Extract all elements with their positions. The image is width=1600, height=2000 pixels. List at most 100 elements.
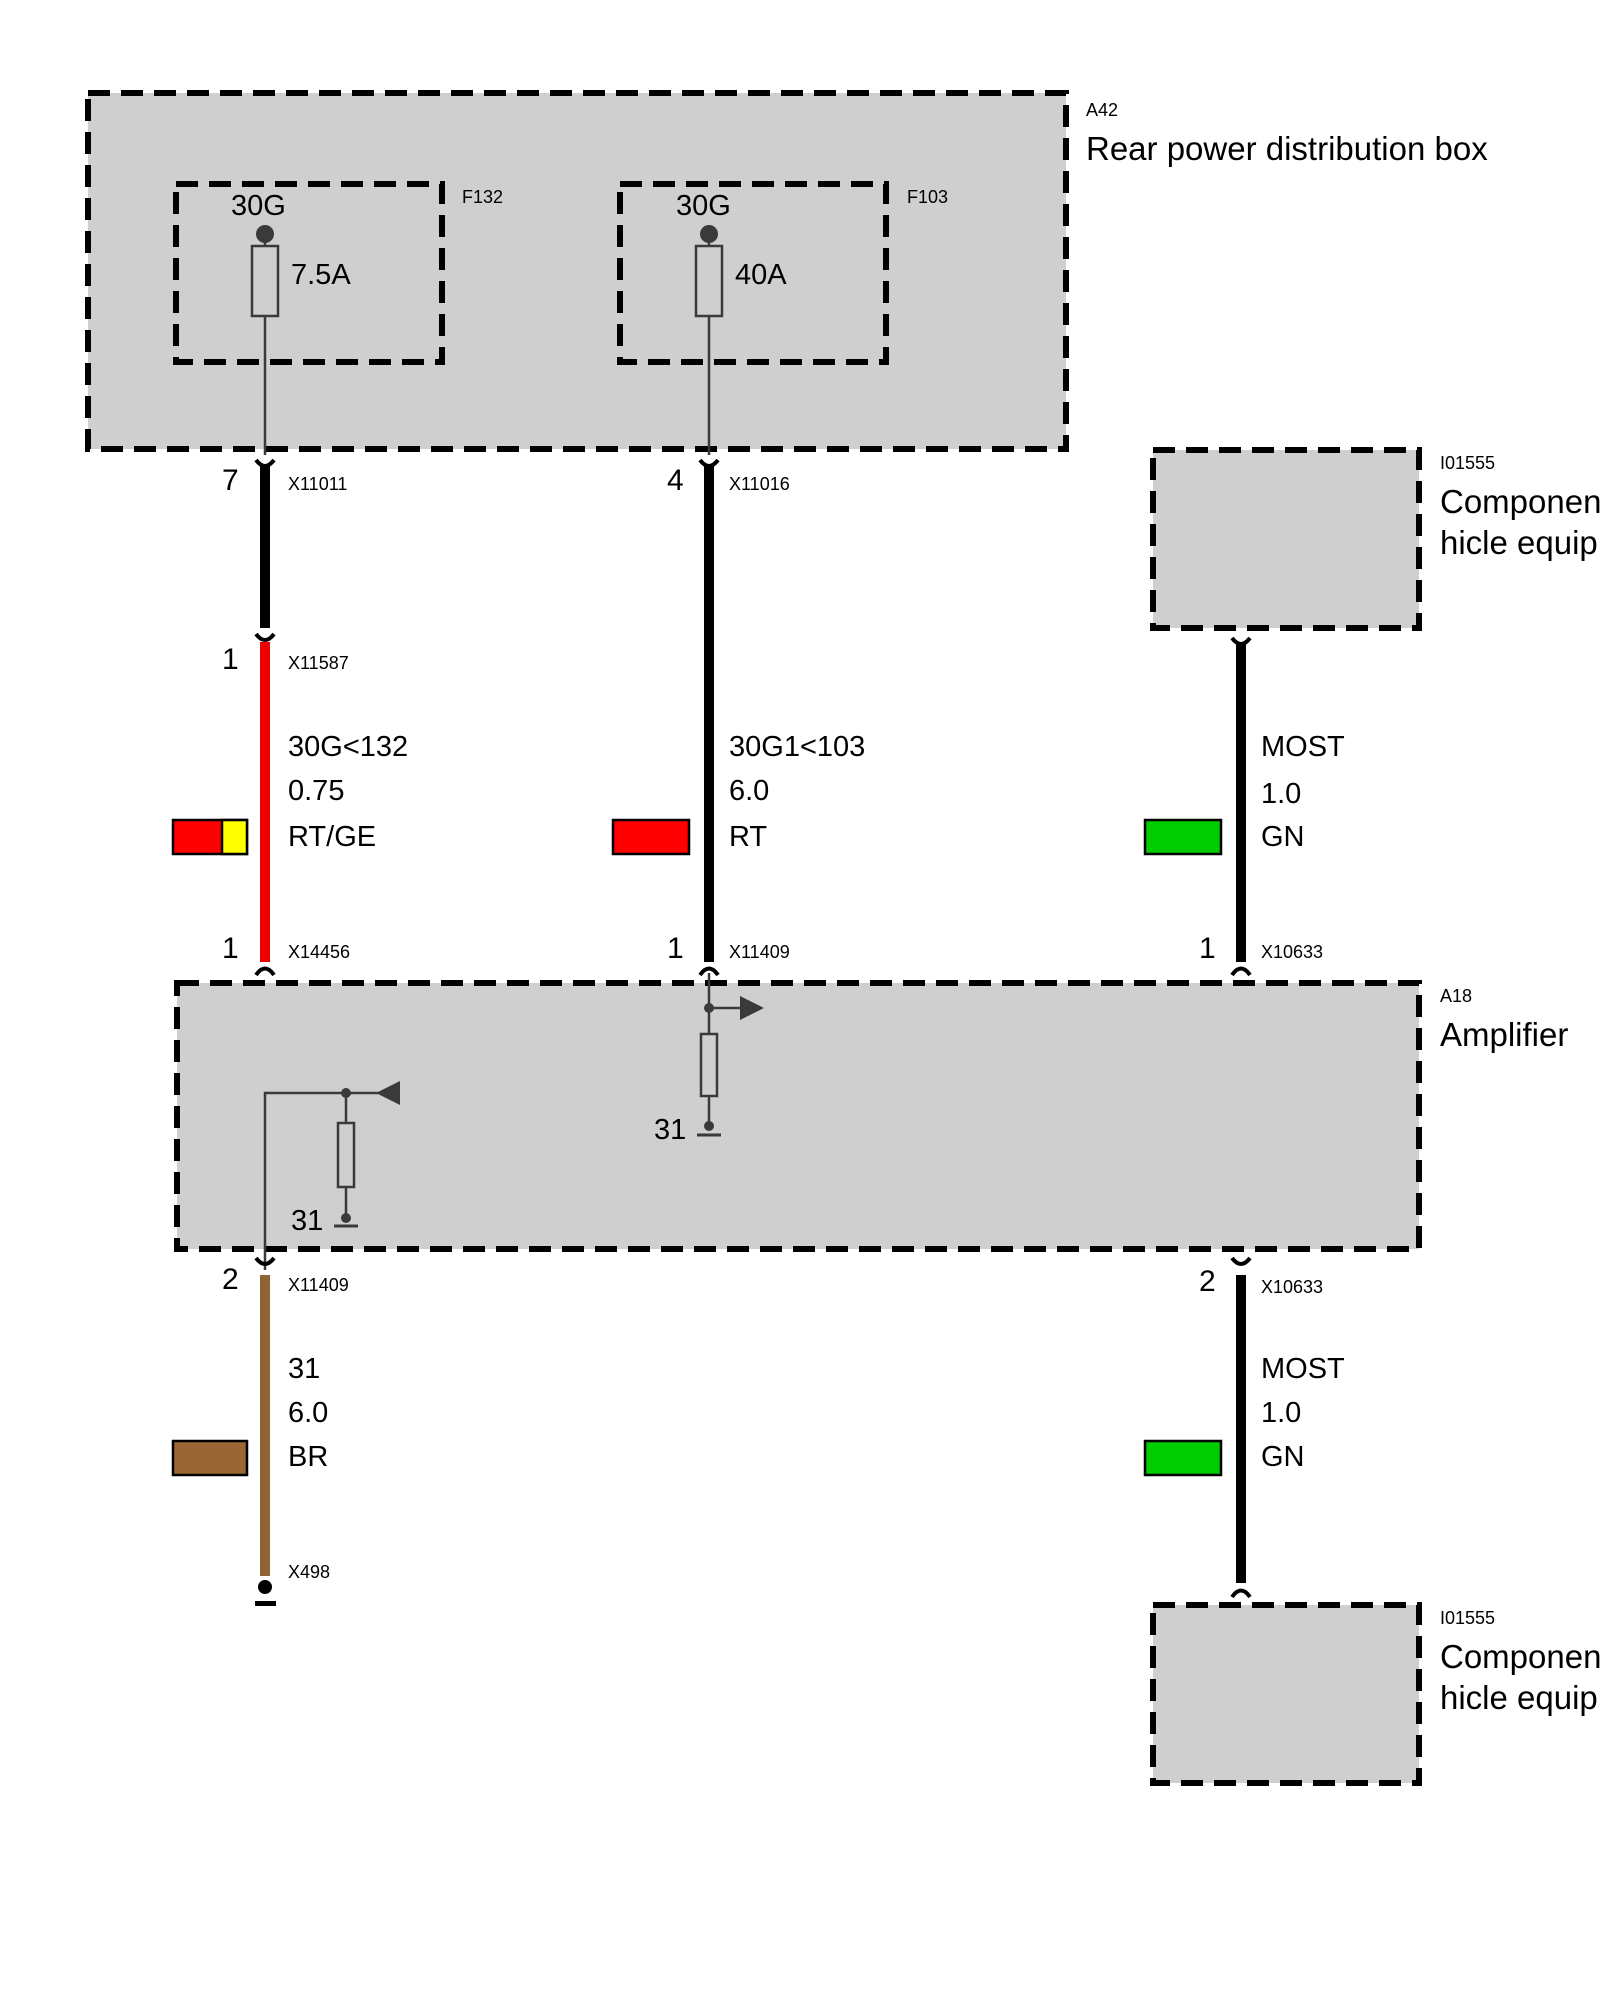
a18-id: A18 xyxy=(1440,986,1472,1006)
ground-1-label: 31 xyxy=(654,1114,686,1146)
component-i01555-top: I01555 Componen hicle equip xyxy=(1150,447,1600,631)
x11409-top-pin: 1 xyxy=(667,932,684,965)
fuse-f132-terminal: 30G xyxy=(231,190,286,222)
wire-5-signal: MOST xyxy=(1261,1353,1345,1385)
i01555-bottom-line2: hicle equip xyxy=(1440,1679,1598,1716)
i01555-top-line2: hicle equip xyxy=(1440,524,1598,561)
connector-cap xyxy=(1230,1588,1252,1599)
connector-x10633-top: 1 X10633 xyxy=(1199,932,1323,977)
fuse-f103: F103 30G 40A xyxy=(617,181,948,455)
wire-4-size: 6.0 xyxy=(288,1397,328,1429)
connector-cap xyxy=(1230,966,1252,977)
x498-id: X498 xyxy=(288,1562,330,1582)
a42-box xyxy=(85,90,1069,452)
x11409-top-id: X11409 xyxy=(729,942,790,962)
internal-2-ground-node xyxy=(341,1213,351,1223)
x11587-pin: 1 xyxy=(222,643,239,676)
wire-2-size: 6.0 xyxy=(729,775,769,807)
fuse-f103-box xyxy=(617,181,889,365)
x10633-top-pin: 1 xyxy=(1199,932,1216,965)
rear-power-distribution-box: A42 Rear power distribution box F132 30G… xyxy=(85,90,1488,455)
amplifier: A18 Amplifier 31 31 xyxy=(174,973,1568,1270)
i01555-bottom-id: I01555 xyxy=(1440,1608,1495,1628)
x11409-bottom-pin: 2 xyxy=(222,1263,239,1296)
internal-1-ground-node xyxy=(704,1121,714,1131)
i01555-top-id: I01555 xyxy=(1440,453,1495,473)
connector-x11016: 4 X11016 xyxy=(667,458,790,497)
connector-x10633-bottom: 2 X10633 xyxy=(1199,1256,1323,1298)
fuse-f132: F132 30G 7.5A xyxy=(173,181,503,455)
i01555-bottom-box xyxy=(1150,1602,1422,1786)
fuse-f132-box xyxy=(173,181,445,365)
wire-5-size: 1.0 xyxy=(1261,1397,1301,1429)
x11016-pin: 4 xyxy=(667,464,684,497)
wire-most-bottom: MOST 1.0 GN xyxy=(1143,1275,1345,1583)
a18-name: Amplifier xyxy=(1440,1016,1568,1053)
connector-cap xyxy=(698,966,720,977)
arrow-left-icon xyxy=(376,1081,400,1105)
fuse-f103-id: F103 xyxy=(907,187,948,207)
arrow-right-icon xyxy=(740,996,764,1020)
wire-3-size: 1.0 xyxy=(1261,778,1301,810)
wire-5-color: GN xyxy=(1261,1441,1305,1473)
amplifier-internal-circuit-2: 31 xyxy=(263,1081,400,1270)
x10633-bottom-id: X10633 xyxy=(1261,1277,1323,1297)
connector-cap xyxy=(254,632,276,642)
connector-cap xyxy=(1230,636,1252,646)
internal-2-feed xyxy=(263,1091,346,1270)
wire-color-swatch-brown xyxy=(171,1439,249,1477)
fuse-f103-symbol xyxy=(694,244,724,318)
internal-1-resistor xyxy=(699,1032,719,1098)
a42-id: A42 xyxy=(1086,100,1118,120)
ground-2-label: 31 xyxy=(291,1205,323,1237)
wire-color-swatch-red xyxy=(611,818,691,856)
component-i01555-bottom: I01555 Componen hicle equip xyxy=(1150,1602,1600,1786)
wire-3-color: GN xyxy=(1261,821,1305,853)
wire-30g1-103: 30G1<103 6.0 RT xyxy=(611,465,865,962)
i01555-bottom-line1: Componen xyxy=(1440,1638,1600,1675)
i01555-top-line1: Componen xyxy=(1440,483,1600,520)
fuse-f132-rating: 7.5A xyxy=(291,259,351,291)
x11011-pin: 7 xyxy=(222,464,239,497)
ground-icon xyxy=(255,1601,276,1606)
fuse-f103-terminal: 30G xyxy=(676,190,731,222)
connector-cap xyxy=(1230,1256,1252,1266)
x11409-bottom-id: X11409 xyxy=(288,1275,349,1295)
fuse-f132-symbol xyxy=(250,244,280,318)
x11587-id: X11587 xyxy=(288,653,349,673)
x11016-id: X11016 xyxy=(729,474,790,494)
connector-x11409-bottom: 2 X11409 xyxy=(222,1256,349,1296)
wire-1-color: RT/GE xyxy=(288,821,376,853)
x11011-id: X11011 xyxy=(288,474,347,494)
fuse-f103-rating: 40A xyxy=(735,259,787,291)
wire-1-size: 0.75 xyxy=(288,775,344,807)
a18-box xyxy=(174,980,1422,1252)
x10633-top-id: X10633 xyxy=(1261,942,1323,962)
wire-color-swatch-green xyxy=(1143,1439,1223,1477)
x14456-id: X14456 xyxy=(288,942,350,962)
wire-2-color: RT xyxy=(729,821,767,853)
wire-most-top: MOST 1.0 GN xyxy=(1143,642,1345,962)
internal-2-resistor xyxy=(336,1121,356,1189)
fuse-f132-id: F132 xyxy=(462,187,503,207)
wire-3-signal: MOST xyxy=(1261,731,1345,763)
connector-x11011: 7 X11011 xyxy=(222,458,347,497)
connector-cap xyxy=(254,1256,276,1266)
wire-4-signal: 31 xyxy=(288,1353,320,1385)
wire-ground-31: 31 6.0 BR xyxy=(171,1275,328,1606)
wire-30g-132: 30G<132 0.75 RT/GE xyxy=(171,465,408,962)
wire-1-signal: 30G<132 xyxy=(288,731,408,763)
x10633-bottom-pin: 2 xyxy=(1199,1265,1216,1298)
connector-cap xyxy=(254,966,276,977)
x14456-pin: 1 xyxy=(222,932,239,965)
connector-x11587: 1 X11587 xyxy=(222,632,349,676)
connector-x11409-top: 1 X11409 xyxy=(667,932,790,977)
connector-x14456: 1 X14456 xyxy=(222,932,350,977)
wire-4-color: BR xyxy=(288,1441,328,1473)
connector-cap xyxy=(254,458,276,468)
i01555-top-box xyxy=(1150,447,1422,631)
amplifier-internal-circuit-1: 31 xyxy=(654,973,764,1146)
connector-cap xyxy=(698,458,720,468)
a42-name: Rear power distribution box xyxy=(1086,130,1488,167)
wire-2-signal: 30G1<103 xyxy=(729,731,865,763)
